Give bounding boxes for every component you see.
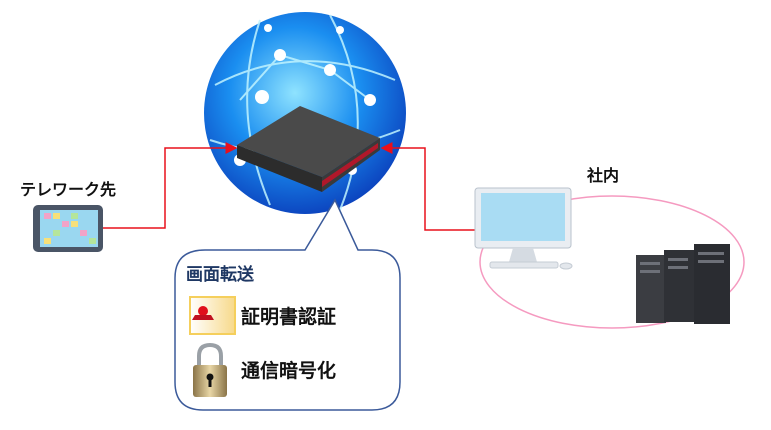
desktop-pc-icon [474, 187, 573, 270]
connection-line-telework [103, 142, 238, 229]
office-label: 社内 [587, 166, 620, 185]
callout-title: 画面転送 [186, 265, 254, 285]
padlock-icon [193, 342, 227, 397]
tablet-icon [33, 205, 103, 252]
callout-bubble [174, 198, 401, 411]
server-rack-icon [636, 244, 730, 324]
lan-ring [479, 195, 745, 329]
vpn-router-icon [237, 106, 380, 265]
feature-certificate-auth: 証明書認証 [241, 306, 337, 328]
certificate-icon [189, 296, 236, 335]
feature-encryption: 通信暗号化 [241, 360, 337, 382]
telework-label: テレワーク先 [20, 180, 117, 199]
connection-line-office [380, 142, 476, 231]
